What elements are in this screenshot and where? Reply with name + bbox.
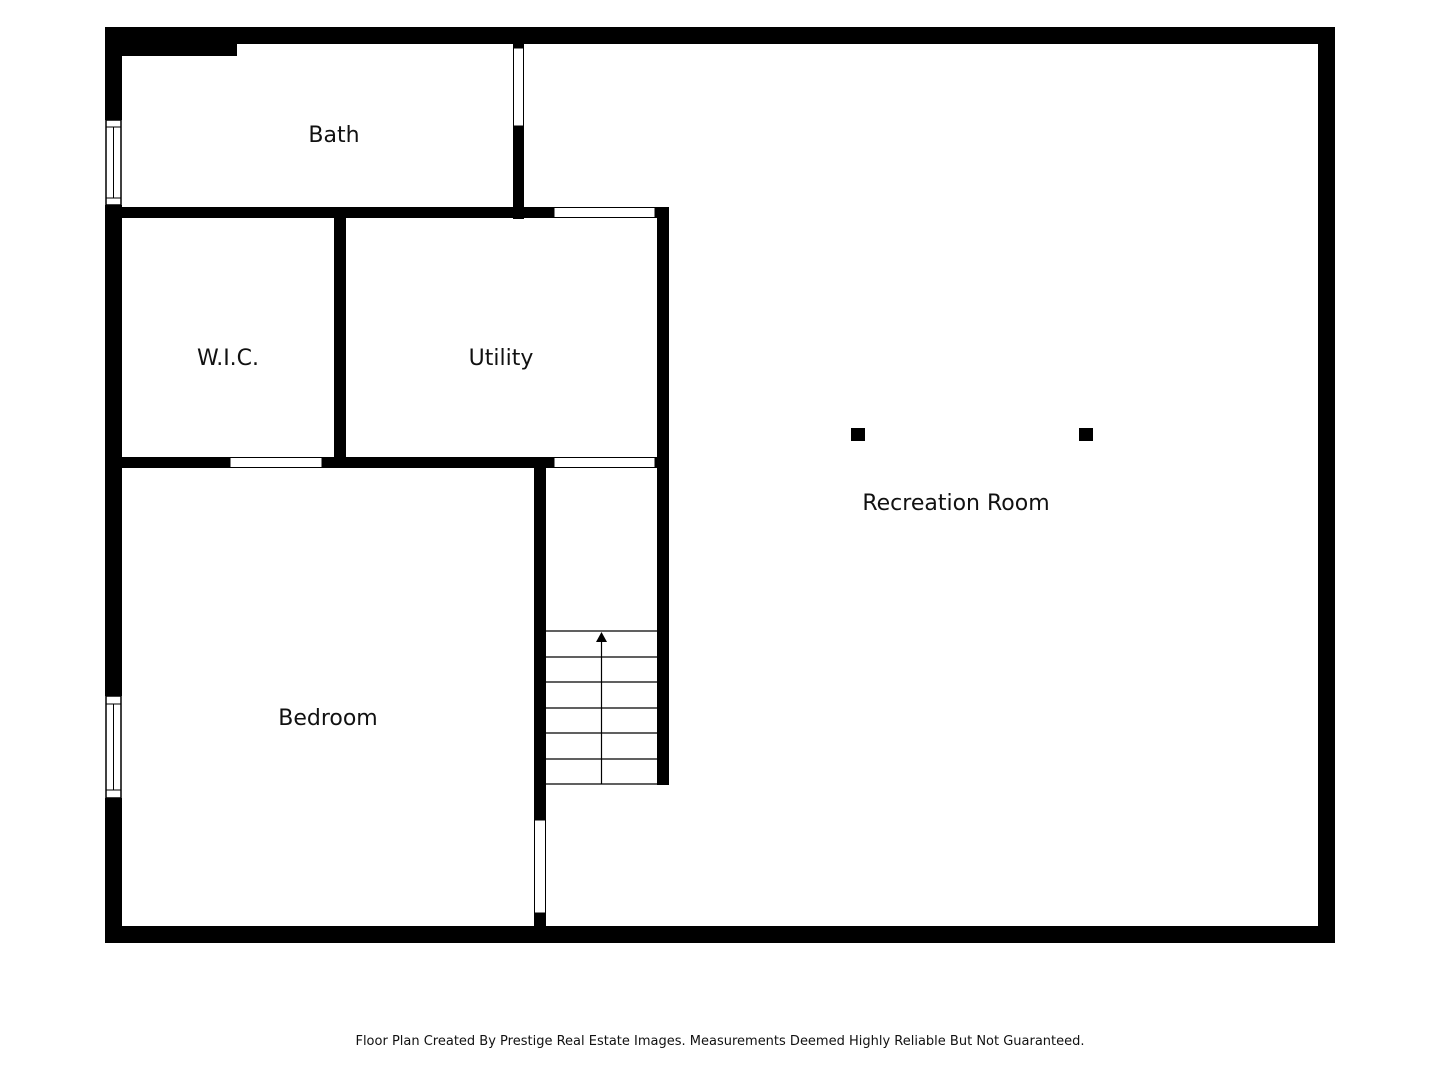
utility-bottom-wall-stub (655, 457, 669, 468)
wic-bottom-wall-mid (322, 457, 554, 468)
support-column-icon (1079, 428, 1093, 441)
door-opening-stairs (553, 457, 656, 468)
bath-right-wall-stub (513, 44, 524, 48)
door-opening-bedroom (534, 819, 546, 914)
room-label-recreation-room: Recreation Room (862, 491, 1049, 516)
room-label-bath: Bath (308, 123, 359, 148)
door-opening-utility-top (553, 207, 656, 218)
door-opening-wic (229, 457, 323, 468)
wic-utility-wall (334, 218, 346, 468)
stairs (546, 630, 657, 785)
room-label-bedroom: Bedroom (278, 706, 378, 731)
bath-bottom-wall (122, 207, 554, 218)
door-opening-bath (513, 47, 524, 127)
window-bedroom (105, 695, 122, 799)
utility-right-wall (657, 207, 669, 785)
exterior-wall-right (1318, 27, 1335, 943)
exterior-wall-bottom (105, 926, 1335, 943)
room-label-wic: W.I.C. (197, 346, 259, 371)
bedroom-right-wall (534, 457, 546, 820)
support-column-icon (851, 428, 865, 441)
exterior-wall-top (105, 27, 1335, 44)
interior-walls (122, 44, 669, 926)
stairs-up-arrow-icon (596, 632, 607, 642)
left-windows (105, 119, 122, 799)
door-openings (229, 47, 656, 914)
room-label-utility: Utility (469, 346, 534, 371)
window-bath (105, 119, 122, 206)
footer-credit: Floor Plan Created By Prestige Real Esta… (355, 1034, 1085, 1049)
wic-bottom-wall-left (122, 457, 230, 468)
bedroom-right-wall-stub (534, 913, 546, 926)
corner-beam (122, 44, 237, 56)
exterior-walls (105, 27, 1335, 943)
bath-right-wall (513, 126, 524, 219)
